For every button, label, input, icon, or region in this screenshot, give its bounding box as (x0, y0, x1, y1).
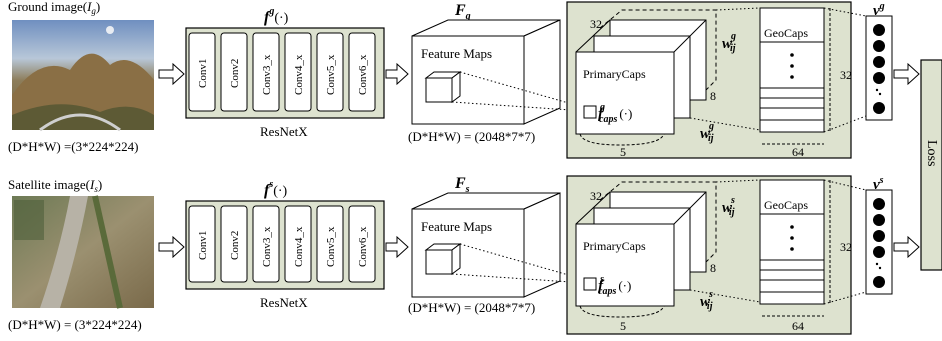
conv-layer-label: Conv4_x (293, 54, 305, 95)
ground-branch: Ground image(Ig) (D*H*W) =(3*224*224) fg… (8, 0, 920, 159)
satellite-branch: Satellite image(Is) (D*H*W) = (3*224*224… (8, 175, 920, 335)
satellite-feature-cube (411, 192, 561, 298)
conv-layer-label: Conv2 (229, 59, 241, 88)
arrow-icon (158, 235, 185, 259)
satellite-dims: (D*H*W) = (3*224*224) (8, 317, 142, 332)
dim-label: 32 (840, 240, 852, 254)
conv-layer-label: Conv3_x (261, 54, 273, 95)
ground-v-label: vg (873, 1, 885, 19)
satellite-feature-maps-label: Feature Maps (421, 219, 492, 234)
ground-features-dims: (D*H*W) = (2048*7*7) (408, 129, 535, 144)
dim-label: 32 (840, 68, 852, 82)
satellite-primarycaps-stack (575, 181, 717, 307)
ground-conv-layers: Conv1 Conv2 Conv3_x Conv4_x Conv5_x Conv… (188, 32, 376, 112)
satellite-conv-layers: Conv1 Conv2 Conv3_x Conv4_x Conv5_x Conv… (188, 205, 376, 283)
ground-primarycaps-label: PrimaryCaps (583, 67, 646, 81)
conv-layer-label: Conv6_x (357, 54, 369, 95)
conv-layer-label: Conv6_x (357, 226, 369, 267)
conv-layer-label: Conv1 (197, 231, 209, 260)
satellite-geocaps (759, 179, 825, 305)
satellite-features-dims: (D*H*W) = (2048*7*7) (408, 300, 535, 315)
ground-resnet-title: fg(·) (264, 6, 289, 26)
arrow-icon (893, 62, 920, 86)
satellite-resnet-title: fs(·) (264, 179, 288, 199)
ground-dims: (D*H*W) =(3*224*224) (8, 139, 138, 154)
ground-caption: Ground image(Ig) (8, 0, 100, 16)
dim-label: 64 (792, 145, 804, 159)
satellite-image (12, 195, 154, 309)
dim-label: 5 (620, 145, 626, 159)
satellite-v-label: vs (873, 175, 884, 193)
ground-image (12, 20, 154, 132)
dim-label: 8 (710, 261, 716, 275)
dim-label: 64 (792, 319, 804, 333)
ground-feature-maps-label: Feature Maps (421, 46, 492, 61)
ground-primarycaps-stack (575, 9, 717, 135)
loss-label: Loss (924, 140, 939, 166)
dim-label: 32 (590, 189, 602, 203)
arrow-icon (158, 62, 185, 86)
dim-label: 8 (710, 89, 716, 103)
satellite-primarycaps-label: PrimaryCaps (583, 239, 646, 253)
arrow-icon (385, 62, 409, 86)
conv-layer-label: Conv2 (229, 231, 241, 260)
satellite-resnet-label: ResNetX (260, 295, 308, 310)
loss-box (920, 59, 942, 271)
dim-label: 32 (590, 17, 602, 31)
arrow-icon (385, 235, 409, 259)
ground-geocaps-label: GeoCaps (764, 26, 808, 40)
satellite-caption: Satellite image(Is) (8, 177, 102, 194)
conv-layer-label: Conv5_x (325, 226, 337, 267)
conv-layer-label: Conv5_x (325, 54, 337, 95)
dim-label: 5 (620, 319, 626, 333)
satellite-features-title: Fs (454, 175, 470, 195)
conv-layer-label: Conv1 (197, 59, 209, 88)
conv-layer-label: Conv3_x (261, 226, 273, 267)
ground-v-vector (865, 15, 893, 121)
ground-resnet-label: ResNetX (260, 124, 308, 139)
ground-features-title: Fg (454, 2, 471, 22)
satellite-v-vector (865, 189, 893, 295)
ground-feature-cube (411, 19, 561, 125)
conv-layer-label: Conv4_x (293, 226, 305, 267)
arrow-icon (893, 235, 920, 259)
ground-geocaps (759, 7, 825, 133)
satellite-geocaps-label: GeoCaps (764, 198, 808, 212)
